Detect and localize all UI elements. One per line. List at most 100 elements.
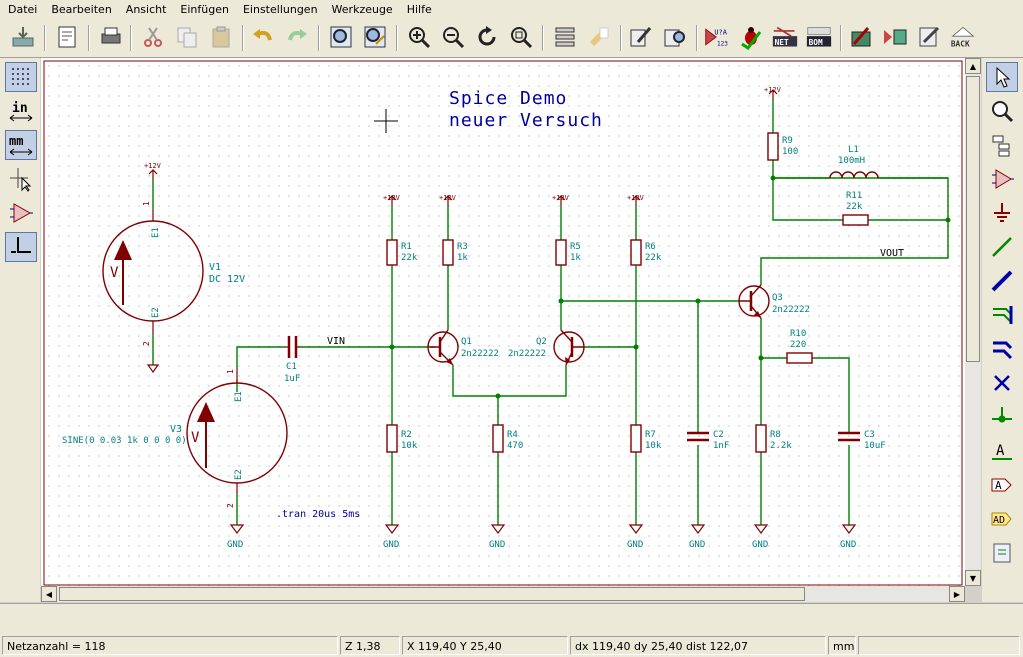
horizontal-scroll-thumb[interactable]: [59, 587, 805, 601]
find-replace-button[interactable]: [360, 22, 390, 52]
highlight-net-button[interactable]: [986, 96, 1018, 126]
schematic-canvas[interactable]: Spice Demo neuer Versuch: [41, 58, 965, 586]
horizontal-scrollbar[interactable]: ◀ ▶: [41, 586, 965, 602]
q1-transistor[interactable]: Q1 2n22222: [427, 329, 499, 366]
v3-gnd-label: GND: [227, 540, 243, 550]
place-wire-button[interactable]: [986, 232, 1018, 262]
pcbnew-button[interactable]: [880, 22, 910, 52]
vertical-scrollbar[interactable]: ▲ ▼: [965, 58, 981, 586]
v3-source[interactable]: V E1 E2 1 2 V3 SINE(0 0.03 1k 0 0 0 0): [62, 367, 288, 508]
r9-value: 100: [782, 147, 798, 157]
select-tool-button[interactable]: [986, 62, 1018, 92]
r3-power-label: +12V: [439, 194, 457, 202]
scroll-right-button[interactable]: ▶: [949, 586, 965, 602]
zoom-fit-button[interactable]: [506, 22, 536, 52]
copy-button[interactable]: [172, 22, 202, 52]
r8-body: [755, 424, 767, 453]
undo-icon: [253, 29, 272, 41]
copy-icon: [177, 27, 197, 48]
cvpcb-button[interactable]: [846, 22, 876, 52]
arrow-cursor-icon: [996, 66, 1011, 88]
v3-value: SINE(0 0.03 1k 0 0 0 0): [62, 436, 187, 446]
global-label-button[interactable]: A: [986, 470, 1018, 500]
bus-icon: [991, 270, 1013, 292]
message-panel: [0, 603, 1023, 634]
print-button[interactable]: [96, 22, 126, 52]
back-button[interactable]: BACK: [948, 22, 978, 52]
status-units: mm: [828, 636, 856, 655]
q3-transistor[interactable]: Q3 2n22222: [738, 284, 810, 319]
units-inch-button[interactable]: in: [5, 96, 37, 126]
backannotate-button[interactable]: [914, 22, 944, 52]
bug-icon: [741, 27, 762, 50]
paste-button[interactable]: [206, 22, 236, 52]
l1-inductor[interactable]: L1 100mH: [773, 145, 948, 179]
menu-ansicht[interactable]: Ansicht: [125, 3, 167, 16]
c1-capacitor[interactable]: C1 1uF: [284, 336, 300, 384]
menu-werkzeuge[interactable]: Werkzeuge: [331, 3, 393, 16]
v3-pin1-label: E1: [234, 391, 244, 402]
menu-einstellungen[interactable]: Einstellungen: [242, 3, 318, 16]
leave-sheet-button[interactable]: [584, 22, 614, 52]
scroll-left-button[interactable]: ◀: [41, 586, 57, 602]
r6-ref: R6: [645, 242, 656, 252]
menu-bearbeiten[interactable]: Bearbeiten: [51, 3, 112, 16]
netlist-button[interactable]: NET: [770, 22, 800, 52]
hierarchical-label-button[interactable]: AD: [986, 504, 1018, 534]
r4-gnd-label: GND: [489, 540, 505, 550]
title-line2: neuer Versuch: [449, 110, 603, 131]
q2-transistor[interactable]: Q2 2n22222: [508, 329, 585, 366]
hidden-pins-button[interactable]: [5, 198, 37, 228]
schematic-drawing: Spice Demo neuer Versuch: [43, 60, 963, 586]
open-schematic-button[interactable]: [8, 22, 38, 52]
hierarchy-navigator-button[interactable]: [986, 130, 1018, 160]
menu-datei[interactable]: Datei: [8, 3, 38, 16]
r4-body: [492, 424, 504, 453]
wire-angle-button[interactable]: [5, 232, 37, 262]
r7-value: 10k: [645, 441, 662, 451]
c3-gnd-label: GND: [840, 540, 856, 550]
scroll-up-button[interactable]: ▲: [965, 58, 981, 74]
place-power-button[interactable]: [986, 198, 1018, 228]
c3-capacitor[interactable]: C3 10uF: [838, 430, 886, 451]
net-label-button[interactable]: A: [986, 436, 1018, 466]
r5-power-label: +12V: [552, 194, 570, 202]
net-label-icon: A: [992, 443, 1012, 460]
junction-button[interactable]: [986, 402, 1018, 432]
hierarchy-button[interactable]: [550, 22, 580, 52]
bus-to-bus-button[interactable]: [986, 334, 1018, 364]
bom-button[interactable]: BOM: [804, 22, 834, 52]
zoom-in-button[interactable]: [404, 22, 434, 52]
place-component-button[interactable]: [986, 164, 1018, 194]
zoom-out-button[interactable]: [438, 22, 468, 52]
menu-hilfe[interactable]: Hilfe: [406, 3, 432, 16]
wire-to-bus-button[interactable]: [986, 300, 1018, 330]
status-extra: [858, 636, 1020, 655]
l1-value: 100mH: [838, 156, 865, 166]
menu-einfuegen[interactable]: Einfügen: [180, 3, 229, 16]
library-browser-button[interactable]: [660, 22, 690, 52]
undo-button[interactable]: [248, 22, 278, 52]
r1-ref: R1: [401, 242, 412, 252]
erc-button[interactable]: [736, 22, 766, 52]
cursor-shape-button[interactable]: [5, 164, 37, 194]
find-button[interactable]: [326, 22, 356, 52]
scroll-down-button[interactable]: ▼: [965, 570, 981, 586]
cut-button[interactable]: [138, 22, 168, 52]
import-sheet-pin-button[interactable]: [986, 538, 1018, 568]
q2-value: 2n22222: [508, 349, 546, 359]
redraw-button[interactable]: [472, 22, 502, 52]
component-icon: [992, 169, 1014, 189]
c2-capacitor[interactable]: C2 1nF: [687, 430, 729, 451]
redo-button[interactable]: [282, 22, 312, 52]
v1-source[interactable]: V E1 E2 1 2 V1 DC 12V: [102, 201, 245, 346]
units-mm-button[interactable]: mm: [5, 130, 37, 160]
grid-toggle-button[interactable]: [5, 62, 37, 92]
page-settings-button[interactable]: [52, 22, 82, 52]
vertical-scroll-thumb[interactable]: [966, 76, 980, 362]
no-connect-button[interactable]: [986, 368, 1018, 398]
place-bus-button[interactable]: [986, 266, 1018, 296]
v1-pin1-label: E1: [151, 227, 161, 238]
library-editor-button[interactable]: [626, 22, 656, 52]
